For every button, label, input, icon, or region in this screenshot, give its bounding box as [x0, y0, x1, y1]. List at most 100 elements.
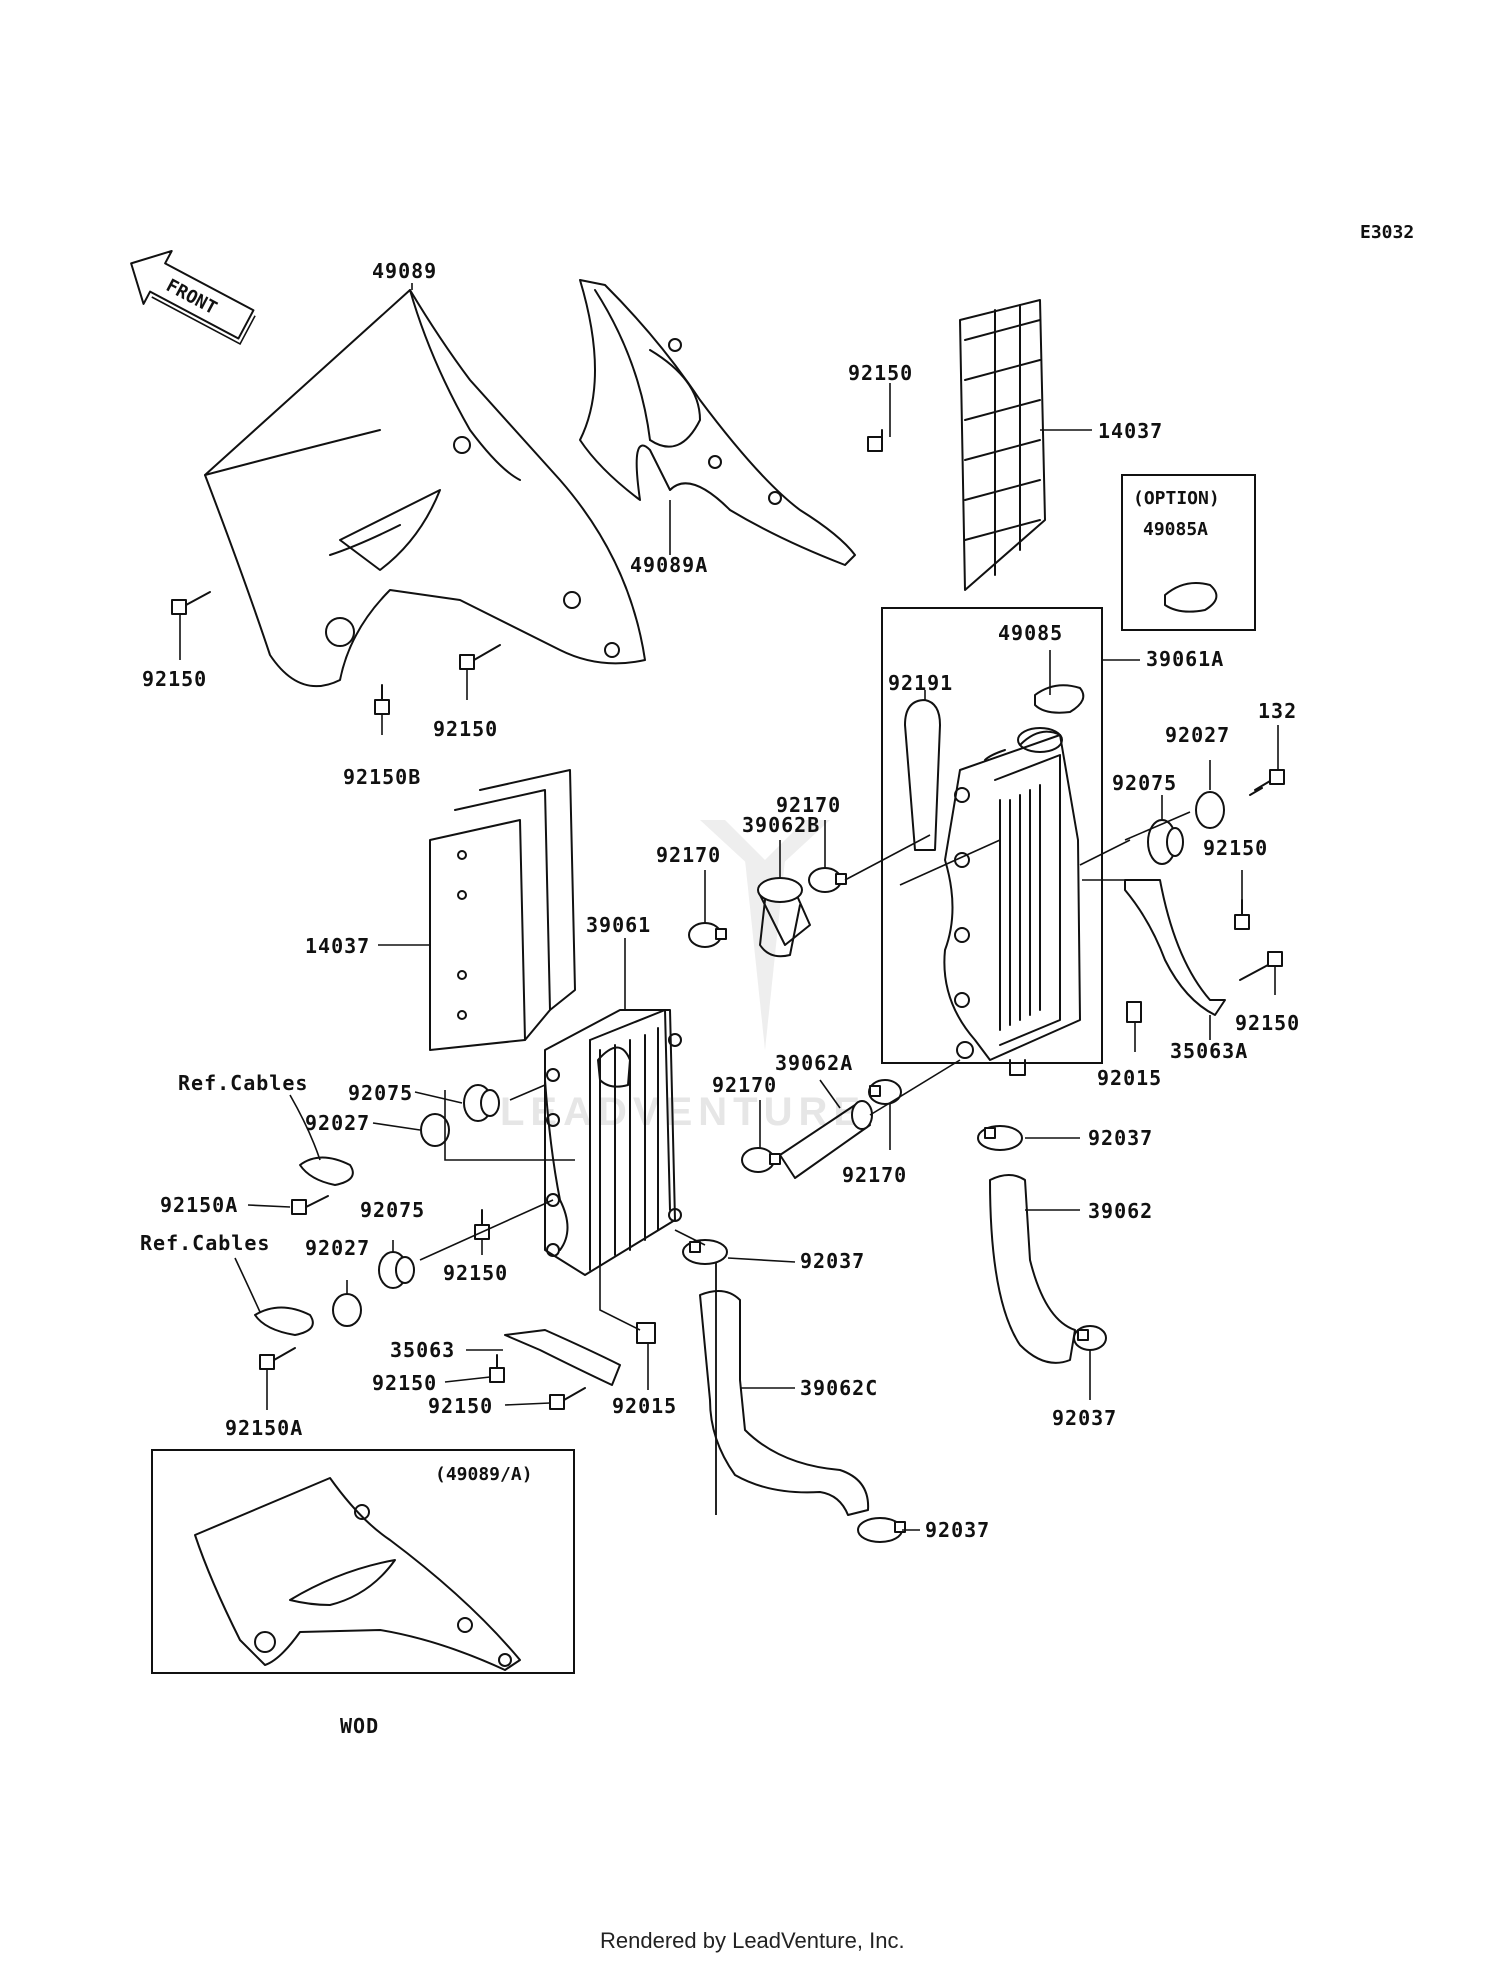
inset-caption: (49089/A)	[435, 1464, 533, 1485]
label-option-part: 49085A	[1143, 519, 1208, 540]
label-clamp-c: 92170	[712, 1073, 777, 1097]
clamp-37-b-icon	[682, 1239, 728, 1265]
label-breather-hose: 92191	[888, 671, 953, 695]
label-hose-b: 39062B	[742, 813, 820, 837]
label-clamp-37-b: 92037	[800, 1249, 865, 1273]
label-bolt-right-lower: 92150	[1235, 1011, 1300, 1035]
grommet-right-icon	[1147, 819, 1184, 865]
inset-panel: (49089/A) WOD	[151, 1449, 575, 1738]
label-grommet-right: 92075	[1112, 771, 1177, 795]
label-hose-main: 39062	[1088, 1199, 1153, 1223]
shroud-left-drawing	[204, 289, 646, 688]
label-collar-left-a: 92027	[305, 1111, 370, 1135]
grommet-left-a-icon	[463, 1084, 500, 1122]
watermark: LEADVENTURE	[500, 820, 866, 1134]
shroud-right-drawing	[579, 279, 856, 566]
breather-hose-drawing	[904, 699, 941, 851]
bolt-shroud-a-icon	[171, 591, 211, 615]
hose-c-drawing	[699, 1290, 870, 1516]
ref-cable-b-drawing	[254, 1306, 314, 1336]
footer-credit: Rendered by LeadVenture, Inc.	[600, 1928, 905, 1953]
label-shroud-left: 49089	[372, 259, 437, 283]
bracket-right-drawing	[1124, 879, 1226, 1016]
radiator-right-box	[881, 607, 1103, 1064]
bracket-left-drawing	[504, 1329, 621, 1386]
diagram-code: E3032	[1360, 222, 1414, 243]
nut-left-icon	[636, 1322, 656, 1344]
hose-b-drawing	[757, 877, 811, 958]
label-grommet-left-b: 92075	[360, 1198, 425, 1222]
bolt-right-upper-icon	[1234, 899, 1250, 930]
label-hose-c: 39062C	[800, 1376, 878, 1400]
watermark-text: LEADVENTURE	[500, 1090, 866, 1134]
radiator-right-drawing	[943, 727, 1081, 1076]
option-caption: (OPTION)	[1133, 488, 1220, 509]
label-bolt-shroud-c: 92150	[433, 717, 498, 741]
radiator-left-drawing	[544, 1009, 682, 1276]
screw-132-icon	[1249, 769, 1285, 796]
nut-right-icon	[1126, 1001, 1142, 1023]
label-hose-a: 39062A	[775, 1051, 853, 1075]
part-labels: 49089 49089A 92150 14037 92150 92150 921…	[140, 259, 1300, 1542]
label-bolt-150a-a: 92150A	[160, 1193, 238, 1217]
label-radiator-left: 39061	[586, 913, 651, 937]
label-grommet-left-a: 92075	[348, 1081, 413, 1105]
collar-left-b-icon	[332, 1293, 362, 1327]
grommet-left-b-icon	[378, 1251, 415, 1289]
cap-pad-option-icon	[1164, 582, 1218, 613]
louver-left-drawing	[429, 769, 576, 1051]
label-clamp-37-d: 92037	[925, 1518, 990, 1542]
label-screw-132: 132	[1258, 699, 1297, 723]
label-bolt-right-upper: 92150	[1203, 836, 1268, 860]
ref-cable-a-drawing	[299, 1156, 354, 1186]
bolt-150a-b-icon	[259, 1347, 296, 1370]
collar-left-a-icon	[420, 1113, 450, 1147]
label-clamp-37-c: 92037	[1052, 1406, 1117, 1430]
clamp-a-icon	[808, 867, 847, 893]
label-bolt-shroud-a: 92150	[142, 667, 207, 691]
label-collar-left-b: 92027	[305, 1236, 370, 1260]
label-bolt-left-mid: 92150	[443, 1261, 508, 1285]
label-radiator-right: 39061A	[1146, 647, 1224, 671]
clamp-37-a-icon	[977, 1125, 1023, 1151]
label-clamp-a: 92170	[776, 793, 841, 817]
label-bracket-right: 35063A	[1170, 1039, 1248, 1063]
label-shroud-right: 49089A	[630, 553, 708, 577]
inset-variant: WOD	[340, 1714, 379, 1738]
bolt-right-lower-icon	[1239, 951, 1283, 981]
collar-right-icon	[1195, 791, 1225, 829]
label-ref-cables-a: Ref.Cables	[178, 1071, 308, 1095]
bolt-shroud-c-icon	[459, 644, 501, 670]
louver-right-drawing	[959, 299, 1046, 591]
clamp-d-icon	[868, 1079, 902, 1105]
label-bolt-shroud-b: 92150	[848, 361, 913, 385]
label-ref-cables-b: Ref.Cables	[140, 1231, 270, 1255]
label-louver-left: 14037	[305, 934, 370, 958]
bolt-left-b1-icon	[489, 1354, 505, 1383]
hose-a-drawing	[779, 1100, 873, 1179]
front-arrow-icon: FRONT	[130, 249, 256, 346]
label-nut-left: 92015	[612, 1394, 677, 1418]
label-clamp-b: 92170	[656, 843, 721, 867]
label-bolt-150a-b: 92150A	[225, 1416, 303, 1440]
label-collar-right: 92027	[1165, 723, 1230, 747]
cap-pad-drawing	[1034, 684, 1085, 714]
label-bolt-shroud-d: 92150B	[343, 765, 421, 789]
leader-lines	[179, 283, 1279, 1531]
label-cap-pad: 49085	[998, 621, 1063, 645]
bolt-shroud-d-icon	[374, 684, 390, 715]
label-bracket-left: 35063	[390, 1338, 455, 1362]
clamp-37-c-icon	[1073, 1325, 1107, 1351]
label-nut-right: 92015	[1097, 1066, 1162, 1090]
clamp-37-d-icon	[857, 1517, 906, 1543]
label-clamp-d: 92170	[842, 1163, 907, 1187]
clamp-b-icon	[688, 922, 727, 948]
label-bolt-left-b2: 92150	[428, 1394, 493, 1418]
option-box: (OPTION) 49085A	[1121, 474, 1256, 631]
label-clamp-37-a: 92037	[1088, 1126, 1153, 1150]
bolt-left-b2-icon	[549, 1387, 586, 1410]
label-bolt-left-b1: 92150	[372, 1371, 437, 1395]
bolt-150a-a-icon	[291, 1195, 329, 1215]
